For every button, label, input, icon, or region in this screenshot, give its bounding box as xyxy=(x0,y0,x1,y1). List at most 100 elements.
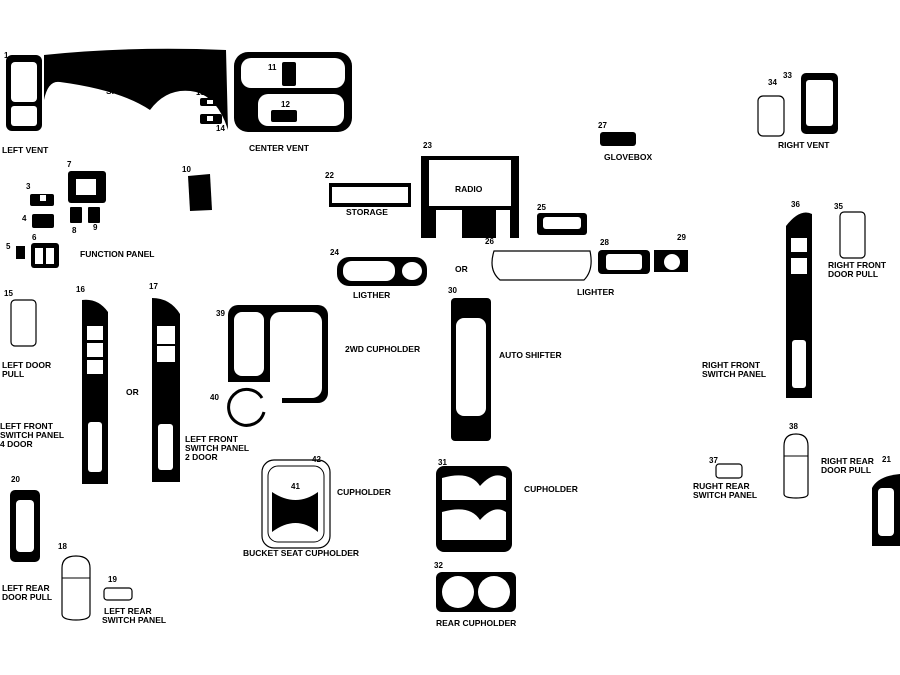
part-number-23: 23 xyxy=(423,141,432,150)
label-lighter: LIGHTER xyxy=(577,287,614,297)
label-2wd-cupholder: 2WD CUPHOLDER xyxy=(345,344,420,354)
label-or-switch: OR xyxy=(126,387,139,397)
part-number-14: 14 xyxy=(216,124,225,133)
part-36-rf-switch xyxy=(786,212,812,398)
part-number-13: 13 xyxy=(196,88,205,97)
part-28 xyxy=(598,250,650,274)
part-2-speedo xyxy=(44,48,228,131)
part-29 xyxy=(654,250,688,272)
part-number-37: 37 xyxy=(709,456,718,465)
part-21 xyxy=(872,474,900,546)
part-number-7: 7 xyxy=(67,160,72,169)
part-24-ligther xyxy=(337,257,427,286)
label-function-panel: FUNCTION PANEL xyxy=(80,249,154,259)
part-3 xyxy=(30,194,54,206)
part-number-31: 31 xyxy=(438,458,447,467)
part-34-right-vent-small xyxy=(757,95,785,137)
part-27-glovebox xyxy=(600,132,636,146)
part-7 xyxy=(68,171,106,203)
part-number-1: 1 xyxy=(4,51,9,60)
part-37-rr-switch xyxy=(715,463,743,479)
part-number-25: 25 xyxy=(537,203,546,212)
part-39-2wd-cupholder xyxy=(228,305,328,404)
part-number-35: 35 xyxy=(834,202,843,211)
part-number-28: 28 xyxy=(600,238,609,247)
part-4 xyxy=(32,214,54,228)
part-22-storage xyxy=(329,183,411,207)
label-speedo: SPEEDO xyxy=(106,86,142,96)
label-ligther: LIGTHER xyxy=(353,290,390,300)
part-6 xyxy=(31,243,59,268)
part-32-rear-cupholder xyxy=(436,572,516,612)
part-number-27: 27 xyxy=(598,121,607,130)
label-right-vent: RIGHT VENT xyxy=(778,140,830,150)
part-number-21: 21 xyxy=(882,455,891,464)
part-number-29: 29 xyxy=(677,233,686,242)
part-38-rr-door-pull xyxy=(783,433,809,499)
part-number-19: 19 xyxy=(108,575,117,584)
label-cupholder-31: CUPHOLDER xyxy=(524,484,578,494)
part-1-left-vent xyxy=(6,55,42,131)
part-number-4: 4 xyxy=(22,214,27,223)
part-17-lf-switch-2door xyxy=(152,298,180,482)
label-glovebox: GLOVEBOX xyxy=(604,152,653,162)
part-number-32: 32 xyxy=(434,561,443,570)
part-19-lr-switch xyxy=(103,587,133,601)
part-14-switch xyxy=(200,114,222,124)
part-number-42: 42 xyxy=(312,455,321,464)
part-number-18: 18 xyxy=(58,542,67,551)
part-41-insert xyxy=(272,492,318,532)
part-number-8: 8 xyxy=(72,226,77,235)
part-number-12: 12 xyxy=(281,100,290,109)
label-left-vent: LEFT VENT xyxy=(2,145,49,155)
part-number-2: 2 xyxy=(63,71,68,80)
part-number-22: 22 xyxy=(325,171,334,180)
part-23-radio xyxy=(421,156,519,238)
part-number-30: 30 xyxy=(448,286,457,295)
part-number-34: 34 xyxy=(768,78,777,87)
part-number-20: 20 xyxy=(11,475,20,484)
part-35-rf-door-pull xyxy=(839,211,866,259)
part-number-16: 16 xyxy=(76,285,85,294)
part-9 xyxy=(88,207,100,223)
label-bucket-cupholder: BUCKET SEAT CUPHOLDER xyxy=(243,548,359,558)
part-number-3: 3 xyxy=(26,182,31,191)
part-number-36: 36 xyxy=(791,200,800,209)
part-10 xyxy=(188,174,212,211)
part-number-26: 26 xyxy=(485,237,494,246)
part-number-24: 24 xyxy=(330,248,339,257)
part-number-38: 38 xyxy=(789,422,798,431)
part-30-auto-shifter xyxy=(451,298,491,441)
part-number-33: 33 xyxy=(783,71,792,80)
part-16-lf-switch-4door xyxy=(82,299,108,484)
part-number-40: 40 xyxy=(210,393,219,402)
part-number-6: 6 xyxy=(32,233,37,242)
label-storage: STORAGE xyxy=(346,207,388,217)
part-11-12-center-vent xyxy=(234,52,352,132)
label-cupholder-center: CUPHOLDER xyxy=(337,487,391,497)
part-number-41: 41 xyxy=(291,482,300,491)
part-number-10: 10 xyxy=(182,165,191,174)
part-31-cupholder xyxy=(436,466,512,552)
part-number-5: 5 xyxy=(6,242,11,251)
part-number-17: 17 xyxy=(149,282,158,291)
part-15-left-door-pull xyxy=(10,299,37,347)
part-20 xyxy=(10,490,40,562)
part-8 xyxy=(70,207,82,223)
label-center-vent: CENTER VENT xyxy=(249,143,310,153)
label-radio: RADIO xyxy=(455,184,483,194)
part-number-15: 15 xyxy=(4,289,13,298)
part-18-lr-door-pull xyxy=(61,555,91,621)
label-or-radio: OR xyxy=(455,264,468,274)
part-26-lighter xyxy=(491,250,592,281)
